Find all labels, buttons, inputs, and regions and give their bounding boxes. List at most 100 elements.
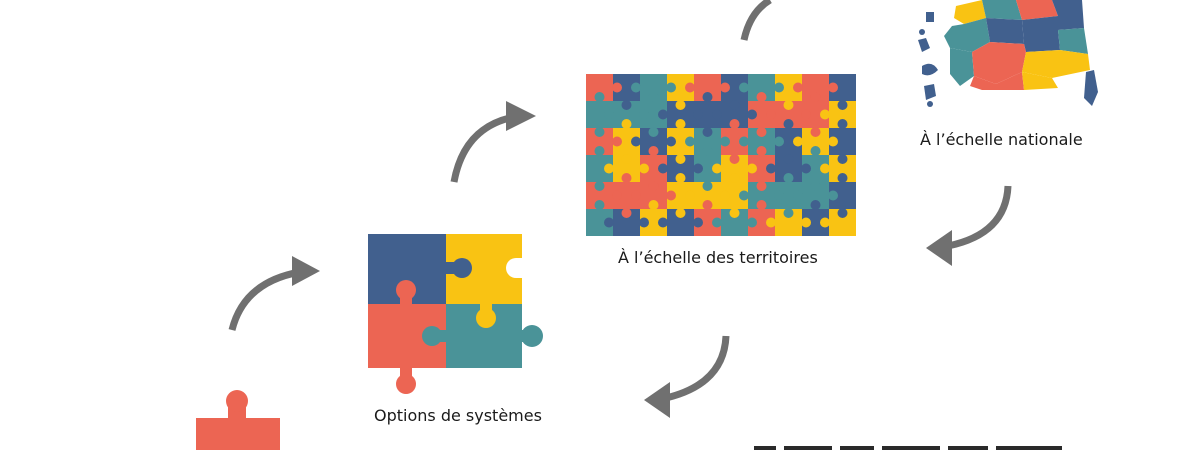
puzzle-knob [675,173,686,183]
puzzle-knob [783,154,794,164]
puzzle-knob [702,92,713,102]
puzzle-knob [712,109,722,120]
puzzle-knob [783,173,794,183]
puzzle-knob [712,217,722,228]
puzzle-knob [747,109,757,120]
puzzle-knob [810,146,821,156]
puzzle-knob [837,173,848,183]
puzzle-knob [594,92,605,102]
arrow-to-territories [450,101,536,183]
puzzle-knob [729,208,740,218]
puzzle-knob [612,190,622,201]
puzzle-knob [685,82,695,93]
puzzle-knob [594,146,605,156]
territories-label: À l’échelle des territoires [618,248,818,267]
puzzle-knob [693,109,703,120]
puzzle-knob [639,217,649,228]
puzzle-knob [712,163,722,174]
puzzle-knob [810,200,821,210]
puzzle-knob [720,136,730,147]
puzzle-knob [756,146,767,156]
puzzle-knob [810,127,821,137]
puzzle-knob [820,163,830,174]
puzzle-knob [766,217,776,228]
puzzle-knob [747,163,757,174]
puzzle-knob [747,217,757,228]
puzzle-knob [621,173,632,183]
puzzle-knob [766,163,776,174]
puzzle-knob [774,136,784,147]
puzzle-knob [702,200,713,210]
puzzle-knob [774,190,784,201]
puzzle-knob [756,181,767,191]
puzzle-knob [702,146,713,156]
cut-off-bottom-text [754,446,1062,450]
puzzle-knob [631,190,641,201]
puzzle-knob [621,208,632,218]
puzzle-knob [820,109,830,120]
puzzle-knob [828,82,838,93]
puzzle-knob [612,82,622,93]
puzzle-knob [648,200,659,210]
puzzle-knob [801,163,811,174]
puzzle-knob [621,119,632,129]
puzzle-knob [604,109,614,120]
arrow-to-national [740,0,772,41]
arrow-down-from-territories [644,335,730,418]
puzzle-knob [658,163,668,174]
puzzle-knob [621,100,632,110]
puzzle-knob [810,181,821,191]
puzzle-knob [720,190,730,201]
puzzle-knob [685,190,695,201]
puzzle-knob [837,119,848,129]
puzzle-knob [793,82,803,93]
puzzle-knob [693,217,703,228]
puzzle-knob [793,136,803,147]
puzzle-knob [739,190,749,201]
puzzle-knob [621,154,632,164]
single-puzzle-piece [196,390,280,450]
puzzle-knob [693,163,703,174]
puzzle-knob [739,82,749,93]
puzzle-knob [801,109,811,120]
france-map [918,0,1098,107]
puzzle-knob [658,109,668,120]
puzzle-knob [783,119,794,129]
puzzle-knob [801,217,811,228]
puzzle-knob [604,217,614,228]
puzzle-knob [675,208,686,218]
puzzle-knob [685,136,695,147]
puzzle-knob [666,190,676,201]
puzzle-knob [702,127,713,137]
puzzle-knob [729,154,740,164]
puzzle-knob [658,217,668,228]
puzzle-knob [729,173,740,183]
national-label: À l’échelle nationale [920,130,1083,149]
puzzle-knob [675,119,686,129]
puzzle-knob [837,208,848,218]
puzzle-knob [793,190,803,201]
territories-puzzle [586,74,856,236]
puzzle-knob [739,136,749,147]
puzzle-knob [756,127,767,137]
systems-label: Options de systèmes [374,406,542,425]
puzzle-knob [720,82,730,93]
puzzle-knob [756,200,767,210]
puzzle-knob [631,136,641,147]
puzzle-knob [783,100,794,110]
puzzle-knob [810,92,821,102]
puzzle-knob [828,136,838,147]
puzzle-knob [675,100,686,110]
puzzle-knob [774,82,784,93]
puzzle-knob [756,92,767,102]
puzzle-knob [594,181,605,191]
puzzle-knob [820,217,830,228]
puzzle-knob [648,127,659,137]
puzzle-knob [648,181,659,191]
arrow-down-from-national [926,185,1012,266]
puzzle-knob [648,146,659,156]
puzzle-knob [594,200,605,210]
puzzle-knob [766,109,776,120]
four-piece-puzzle [368,234,543,394]
puzzle-knob [837,154,848,164]
